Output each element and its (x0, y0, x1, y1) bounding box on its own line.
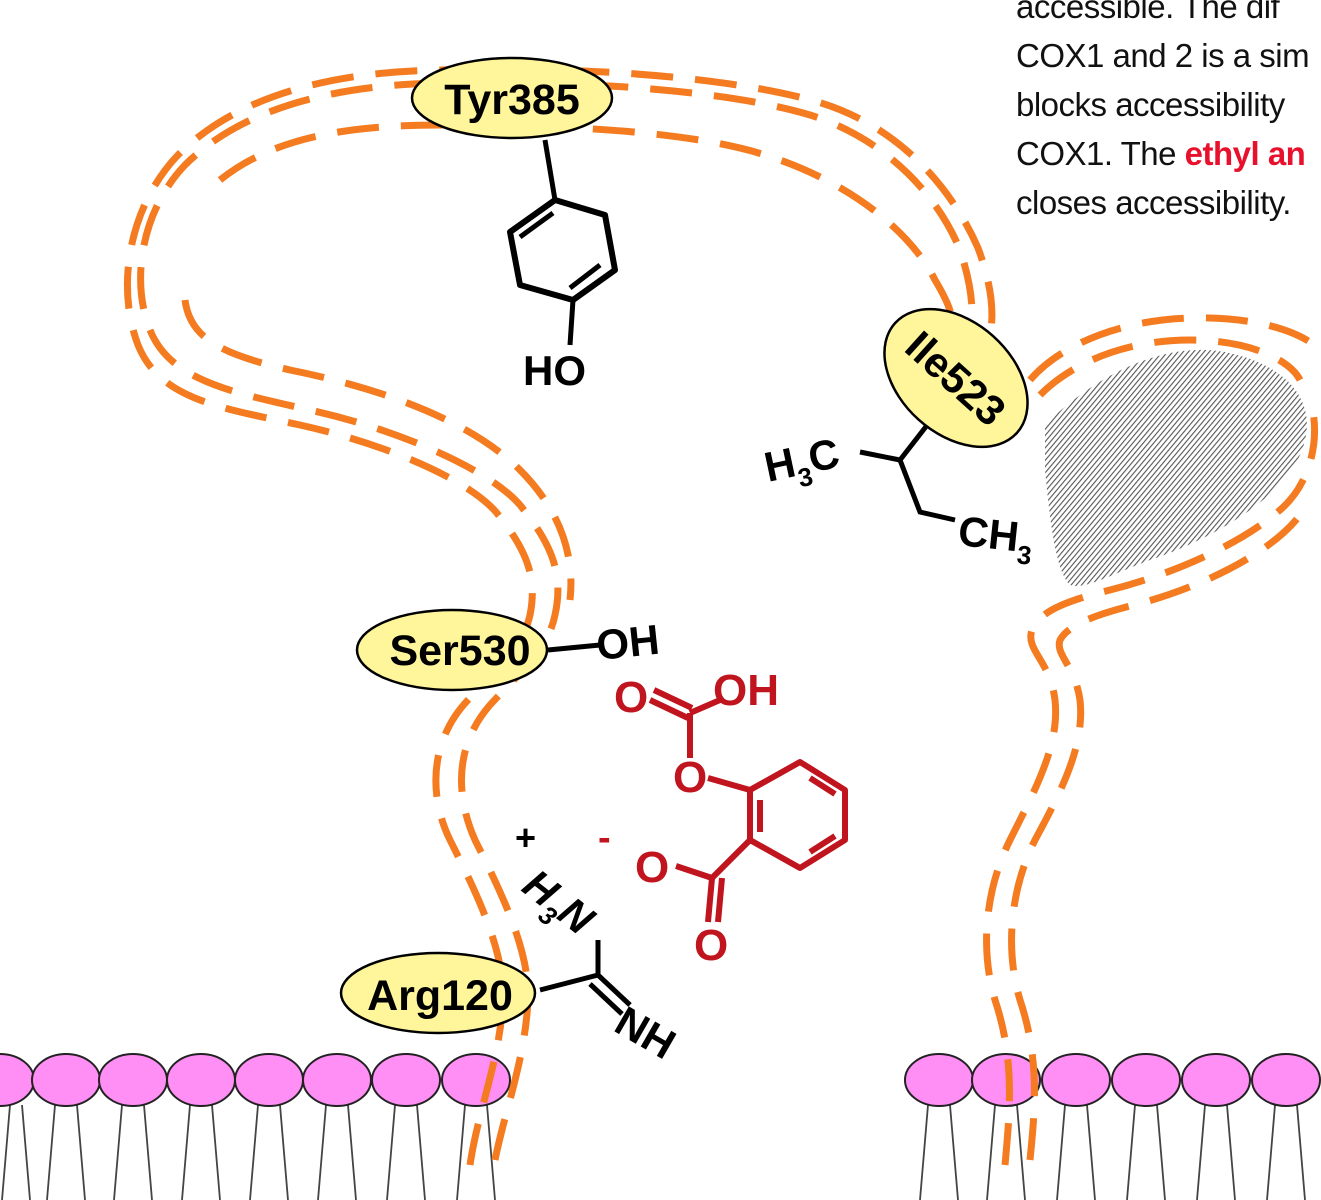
ser530-label: Ser530 (389, 627, 530, 675)
lipid-head (441, 1053, 511, 1107)
aspirin-carboxylate-o: O (635, 843, 669, 892)
membrane-lipid-tails (1, 1104, 1306, 1200)
phenol-ring (507, 197, 618, 303)
channel-inner-wall-right (1008, 512, 1303, 1161)
lipid-head (166, 1053, 236, 1107)
tyr385-ellipse (410, 56, 614, 140)
lipid-head (0, 1053, 35, 1107)
lipid-head (1111, 1053, 1181, 1107)
caption-line-4: COX1. The ethyl an (1016, 129, 1321, 178)
channel-outer-wall-left (137, 78, 976, 1161)
channel-outer-wall-right (983, 398, 1318, 1166)
ile523-ellipse (883, 307, 1029, 449)
aspirin-ester-o: O (673, 753, 707, 802)
caption-line-1: accessible. The dif (1016, 0, 1280, 25)
caption-line-2: COX1 and 2 is a sim (1016, 37, 1310, 74)
pocket-upper-wall (1027, 314, 1321, 383)
arg-plus-charge: + (515, 817, 536, 858)
aspirin-molecule: O OH O - O O (598, 666, 848, 970)
lipid-head (904, 1053, 974, 1107)
lipid-head (1181, 1053, 1251, 1107)
ser530-residue: OH Ser530 (355, 608, 662, 692)
aspirin-carbonyl-o: O (614, 673, 648, 722)
tyr385-label: Tyr385 (444, 76, 579, 124)
arg120-label: Arg120 (367, 972, 513, 1020)
lipid-head (302, 1053, 372, 1107)
aspirin-hydroxyl: OH (713, 666, 779, 715)
pocket-lower-wall (1037, 336, 1304, 398)
ile-methyl-right: CH3 (955, 507, 1036, 571)
channel-inner-wall-top (217, 121, 957, 336)
lipid-head (234, 1053, 304, 1107)
caption-line-5: closes accessibility. (1016, 184, 1291, 221)
ser-hydroxyl-label: OH (594, 616, 662, 669)
ile-methyl-left: H3C (760, 429, 845, 499)
tyr-hydroxyl-label: HO (523, 347, 586, 394)
lipid-head (1041, 1053, 1111, 1107)
lipid-head (371, 1053, 441, 1107)
channel-inner-wall-left (123, 65, 996, 1166)
channel-inner-wall-lower (181, 299, 575, 601)
caption-text: accessible. The dif COX1 and 2 is a sim … (1016, 0, 1321, 222)
enzyme-channel (123, 65, 1321, 1166)
hydrophobic-pocket (1045, 349, 1307, 586)
aspirin-carboxylate-minus: - (598, 817, 611, 859)
lipid-head (98, 1053, 168, 1107)
tyr385-residue: HO Tyr385 (410, 56, 618, 394)
arg120-residue: + H3N NH Arg120 (339, 817, 684, 1068)
caption-line-4-prefix: COX1. The (1016, 135, 1185, 172)
lipid-head (1251, 1053, 1321, 1107)
aspirin-bottom-o: O (694, 921, 728, 970)
arg120-ellipse (339, 951, 537, 1035)
aspirin-benzene-ring (747, 759, 848, 871)
ile523-residue: H3C CH3 Ile523 (760, 307, 1036, 571)
ser530-ellipse (355, 608, 549, 692)
caption-line-3: blocks accessibility (1016, 86, 1285, 123)
arg-ammonium-label: H3N (509, 860, 604, 951)
lipid-head (31, 1053, 101, 1107)
caption-highlight: ethyl an (1184, 135, 1306, 172)
